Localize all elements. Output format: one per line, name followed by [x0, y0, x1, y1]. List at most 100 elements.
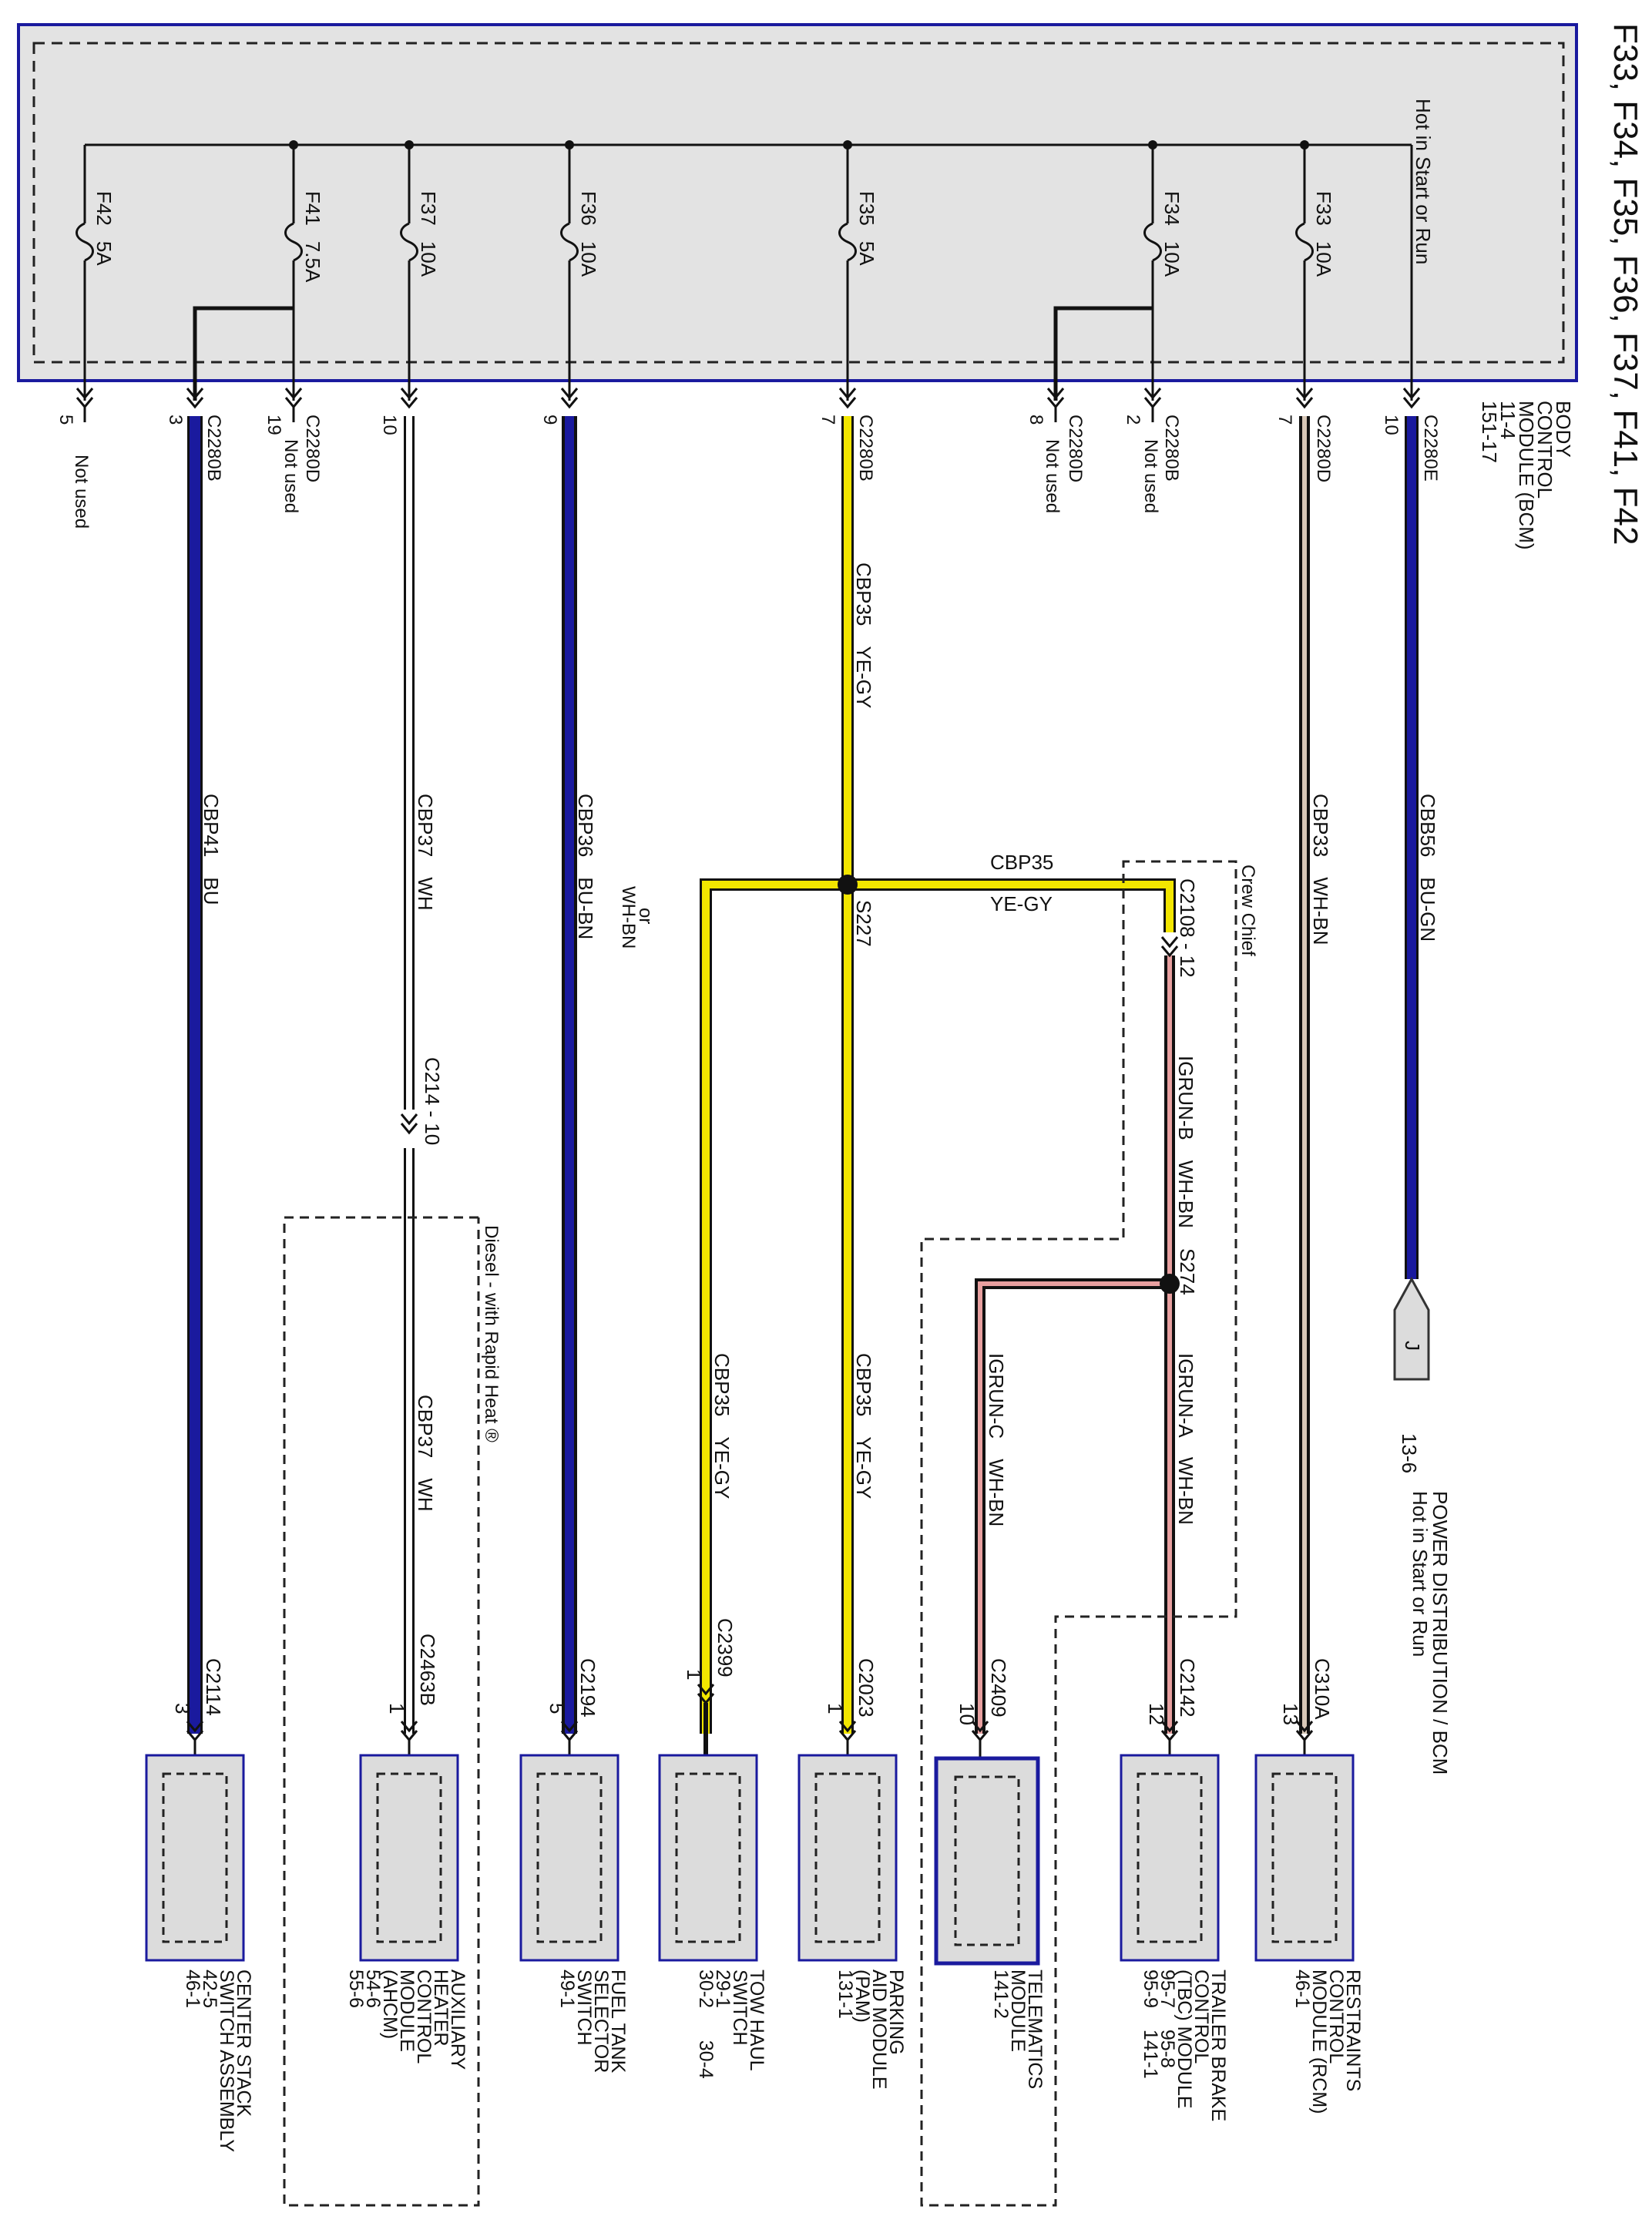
pam-line-1: PARKING	[885, 1970, 907, 2055]
wire-label-cbb56: CBB56BU-GN	[1416, 794, 1439, 942]
pin-10-number: 10	[379, 415, 400, 435]
power-dist-line-1: POWER DISTRIBUTION / BCM	[1429, 1491, 1452, 1775]
ahcm-line-7: 55-6	[345, 1970, 367, 2008]
splice-s274-dot	[1160, 1274, 1180, 1294]
power-dist-tag: J	[1401, 1341, 1424, 1351]
bcm-hot-label: Hot in Start or Run	[1412, 99, 1435, 264]
comp-rcm-pin: 13	[1279, 1703, 1302, 1725]
wire-label-igrun-b: IGRUN-BWH-BN	[1174, 1056, 1197, 1228]
rcm-line-3: MODULE (RCM)	[1308, 1970, 1330, 2114]
comp-fuel-tank-pin: 5	[546, 1703, 569, 1714]
tbc-line-2: CONTROL	[1190, 1970, 1212, 2064]
pin-19-connector: C2280D	[302, 415, 323, 482]
pin-5-note: Not used	[71, 455, 92, 529]
pin-5-number: 5	[55, 415, 76, 425]
pin-8-connector: C2280D	[1065, 415, 1086, 482]
pin-2-number: 2	[1123, 415, 1143, 425]
splice-s227-dot	[838, 875, 858, 895]
comp-tbc-connector: C2142	[1176, 1658, 1199, 1718]
wire-label-igrun-a: IGRUN-AWH-BN	[1174, 1353, 1197, 1525]
tbc-line-3: (TBC) MODULE	[1174, 1970, 1195, 2109]
rcm-line-4: 46-1	[1291, 1970, 1313, 2008]
component-connectors	[186, 1683, 1314, 1741]
ahcm-line-5: (AHCM)	[379, 1970, 401, 2039]
pin-7-number: 7	[818, 415, 838, 425]
tbc-line-4: 95-7 95-8	[1157, 1970, 1178, 2068]
comp-rcm-connector: C310A	[1311, 1658, 1334, 1720]
pin-19-note: Not used	[280, 439, 301, 513]
comp-fuel-tank-name: FUEL TANK SELECTOR SWITCH 49-1	[556, 1970, 629, 2074]
inline-connector-c214: C214 - 10	[421, 1057, 444, 1145]
comp-pam-name: PARKING AID MODULE (PAM) 131-1	[834, 1970, 907, 2090]
bcm-name-line-4: 11-4	[1496, 401, 1519, 439]
wire-label-cbp35-top: CBP35YE-GY	[852, 562, 875, 708]
comp-telematics-name: TELEMATICS MODULE 141-2	[990, 1970, 1046, 2089]
comp-tbc-pin: 12	[1145, 1703, 1168, 1725]
bcm-inner-dashed	[32, 42, 1565, 364]
pam-line-3: (PAM)	[851, 1970, 873, 2023]
comp-tbc-name: TRAILER BRAKE CONTROL (TBC) MODULE 95-7 …	[1140, 1970, 1229, 2121]
page-title-group: F33, F34, F35, F36, F37, F41, F42	[1607, 23, 1644, 545]
tow-haul-line-2: SWITCH	[729, 1970, 750, 2046]
comp-fuel-tank-connector: C2194	[576, 1658, 599, 1718]
telematics-line-3: 141-2	[990, 1970, 1012, 2019]
inline-connector-c2108: C2108 - 12	[1176, 878, 1199, 978]
pin-7d-number: 7	[1274, 415, 1295, 425]
pin-8-number: 8	[1026, 415, 1046, 425]
module-rcm	[1254, 1754, 1355, 1962]
fuel-tank-line-1: FUEL TANK	[607, 1970, 629, 2074]
wire-cbp35-main	[700, 416, 1176, 1734]
wire-label-cbp37-top: CBP37WH	[414, 794, 437, 911]
comp-tow-haul-pin: 1	[683, 1669, 706, 1680]
alt-color-line-1: WH-BN	[618, 886, 639, 949]
power-dist-tag-shape	[1393, 1276, 1430, 1381]
pin-7-connector: C2280B	[855, 415, 876, 482]
comp-ahcm-pin: 1	[385, 1703, 408, 1714]
fuel-tank-line-4: 49-1	[556, 1970, 578, 2008]
wire-label-cbp36: CBP36BU-BN	[574, 794, 597, 939]
fuse-f41-label: F417.5A	[301, 191, 324, 283]
tow-haul-line-3: 29-1	[712, 1970, 734, 2008]
alt-color-line-2: or	[635, 908, 656, 924]
tow-haul-line-4: 30-2 30-4	[695, 1970, 717, 2079]
component-modules	[145, 1754, 1355, 1966]
fuse-f35-label: F355A	[855, 191, 878, 266]
bcm-name-line-5: 151-17	[1478, 401, 1501, 463]
ahcm-line-6: 54-6	[362, 1970, 384, 2008]
fuel-tank-line-3: SWITCH	[573, 1970, 595, 2046]
comp-pam-connector: C2023	[855, 1658, 878, 1718]
ahcm-line-3: CONTROL	[413, 1970, 435, 2064]
tow-haul-line-1: TOW HAUL	[746, 1970, 767, 2071]
pin-19-number: 19	[264, 415, 284, 435]
power-dist-ref: 13-6	[1398, 1433, 1421, 1473]
diesel-label: Diesel - with Rapid Heat ®	[481, 1225, 502, 1442]
module-fuel-tank	[519, 1754, 620, 1962]
module-tbc	[1120, 1754, 1220, 1962]
tbc-line-5: 95-9 141-1	[1140, 1970, 1161, 2079]
wire-igrun	[975, 955, 1175, 1734]
splice-s274-label: S274	[1176, 1248, 1199, 1295]
comp-telematics-connector: C2409	[987, 1658, 1010, 1718]
module-telematics	[934, 1756, 1040, 1966]
comp-pam-pin: 1	[824, 1703, 847, 1714]
fuse-f34-label: F3410A	[1160, 191, 1184, 277]
rcm-line-1: RESTRAINTS	[1342, 1970, 1364, 2091]
bcm-name-line-1: BODY	[1552, 401, 1575, 458]
module-center-stack	[145, 1754, 245, 1962]
pin-10e-connector: C2280E	[1420, 415, 1441, 482]
bcm-hot-text: Hot in Start or Run	[1412, 99, 1435, 264]
comp-center-stack-connector: C2114	[202, 1658, 225, 1716]
module-ahcm	[359, 1754, 459, 1962]
wire-label-cbp37-lower: CBP37WH	[414, 1395, 437, 1512]
pin-8-note: Not used	[1042, 439, 1063, 513]
ahcm-line-2: HEATER	[430, 1970, 452, 2047]
pin-2-connector: C2280B	[1161, 415, 1182, 482]
ahcm-line-4: MODULE	[396, 1970, 418, 2052]
comp-center-stack-pin: 3	[171, 1703, 194, 1714]
center-stack-line-1: CENTER STACK	[233, 1970, 254, 2117]
telematics-line-2: MODULE	[1007, 1970, 1029, 2052]
wire-label-cbp41: CBP41BU	[200, 794, 223, 905]
splice-s227-label: S227	[852, 900, 875, 947]
bcm-name-line-2: CONTROL	[1533, 401, 1556, 499]
module-pam	[797, 1754, 898, 1962]
